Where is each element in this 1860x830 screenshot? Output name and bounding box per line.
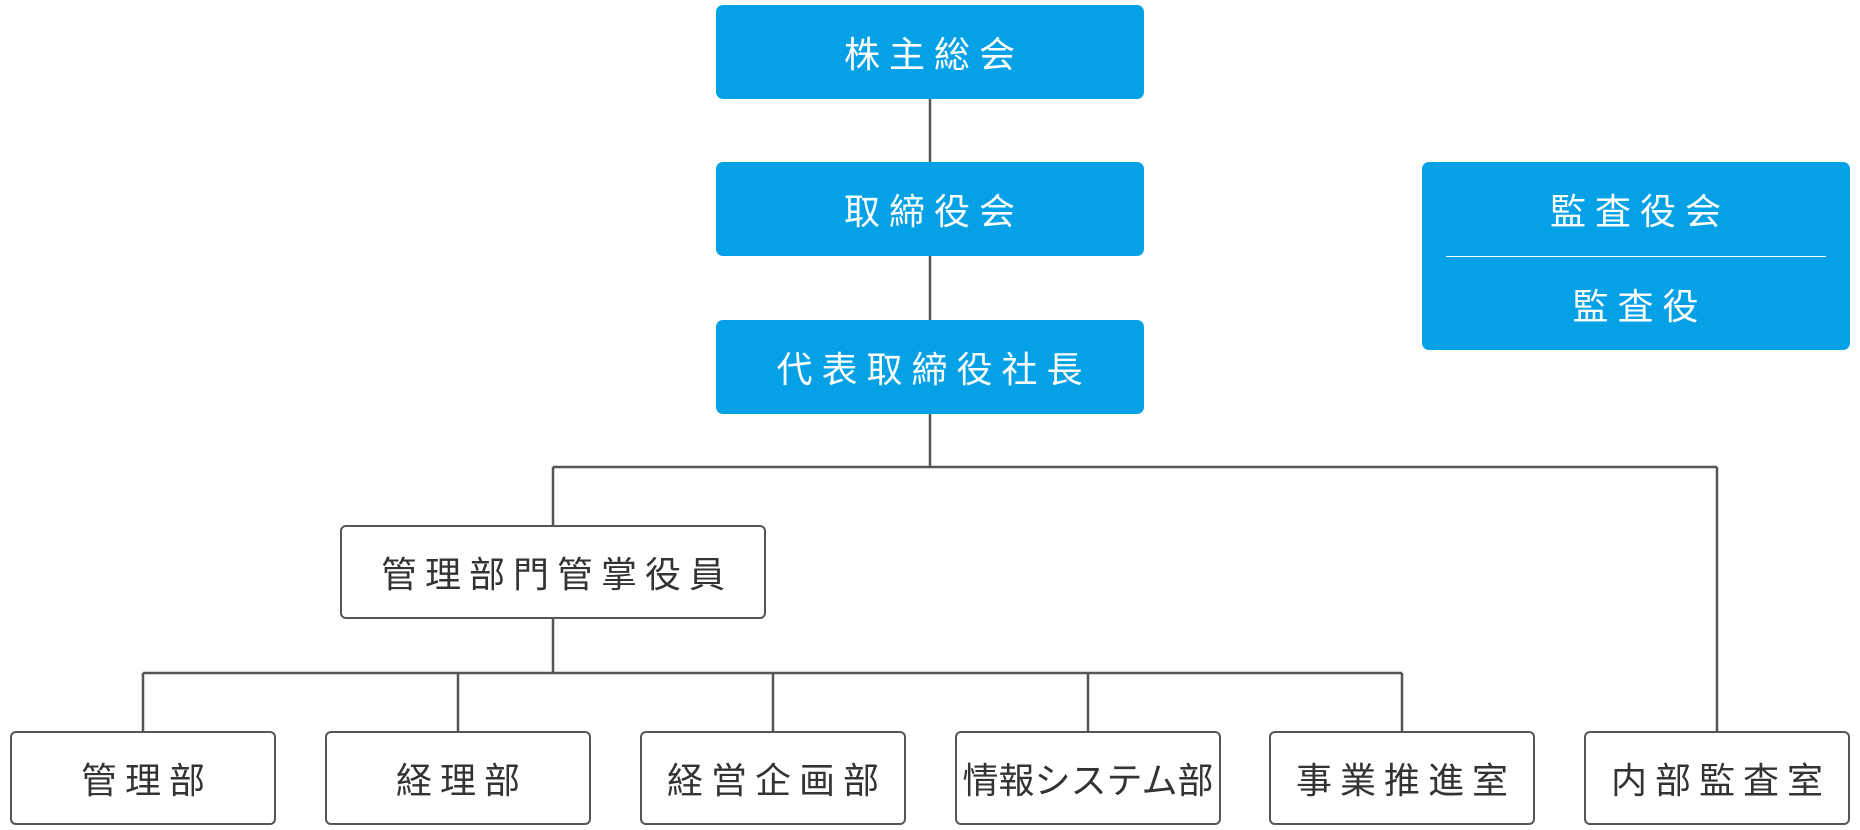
dept-accounting-label: 経理部 (395, 761, 528, 802)
dept-business-box: 事業推進室 (1269, 731, 1535, 825)
dept-planning-box: 経営企画部 (640, 731, 906, 825)
board-of-directors-label: 取締役会 (843, 192, 1024, 233)
dept-planning-label: 経営企画部 (666, 761, 887, 802)
dept-internal-audit-box: 内部監査室 (1584, 731, 1850, 825)
audit-board-box: 監査役会 監査役 (1422, 162, 1850, 350)
audit-board-label: 監査役会 (1549, 191, 1730, 233)
dept-it-box: 情報システム部 (955, 731, 1221, 825)
dept-admin-box: 管理部 (10, 731, 276, 825)
dept-accounting-box: 経理部 (325, 731, 591, 825)
dept-admin-label: 管理部 (80, 761, 213, 802)
dept-business-label: 事業推進室 (1295, 761, 1516, 802)
president-box: 代表取締役社長 (716, 320, 1144, 414)
admin-officer-box: 管理部門管掌役員 (340, 525, 766, 619)
dept-it-label: 情報システム部 (962, 761, 1214, 802)
admin-officer-label: 管理部門管掌役員 (380, 555, 733, 596)
board-of-directors-box: 取締役会 (716, 162, 1144, 256)
shareholders-meeting-box: 株主総会 (716, 5, 1144, 99)
auditor-label: 監査役 (1572, 286, 1708, 328)
audit-divider (1446, 255, 1826, 258)
president-label: 代表取締役社長 (776, 350, 1092, 391)
dept-internal-audit-label: 内部監査室 (1610, 761, 1831, 802)
shareholders-meeting-label: 株主総会 (843, 35, 1024, 76)
